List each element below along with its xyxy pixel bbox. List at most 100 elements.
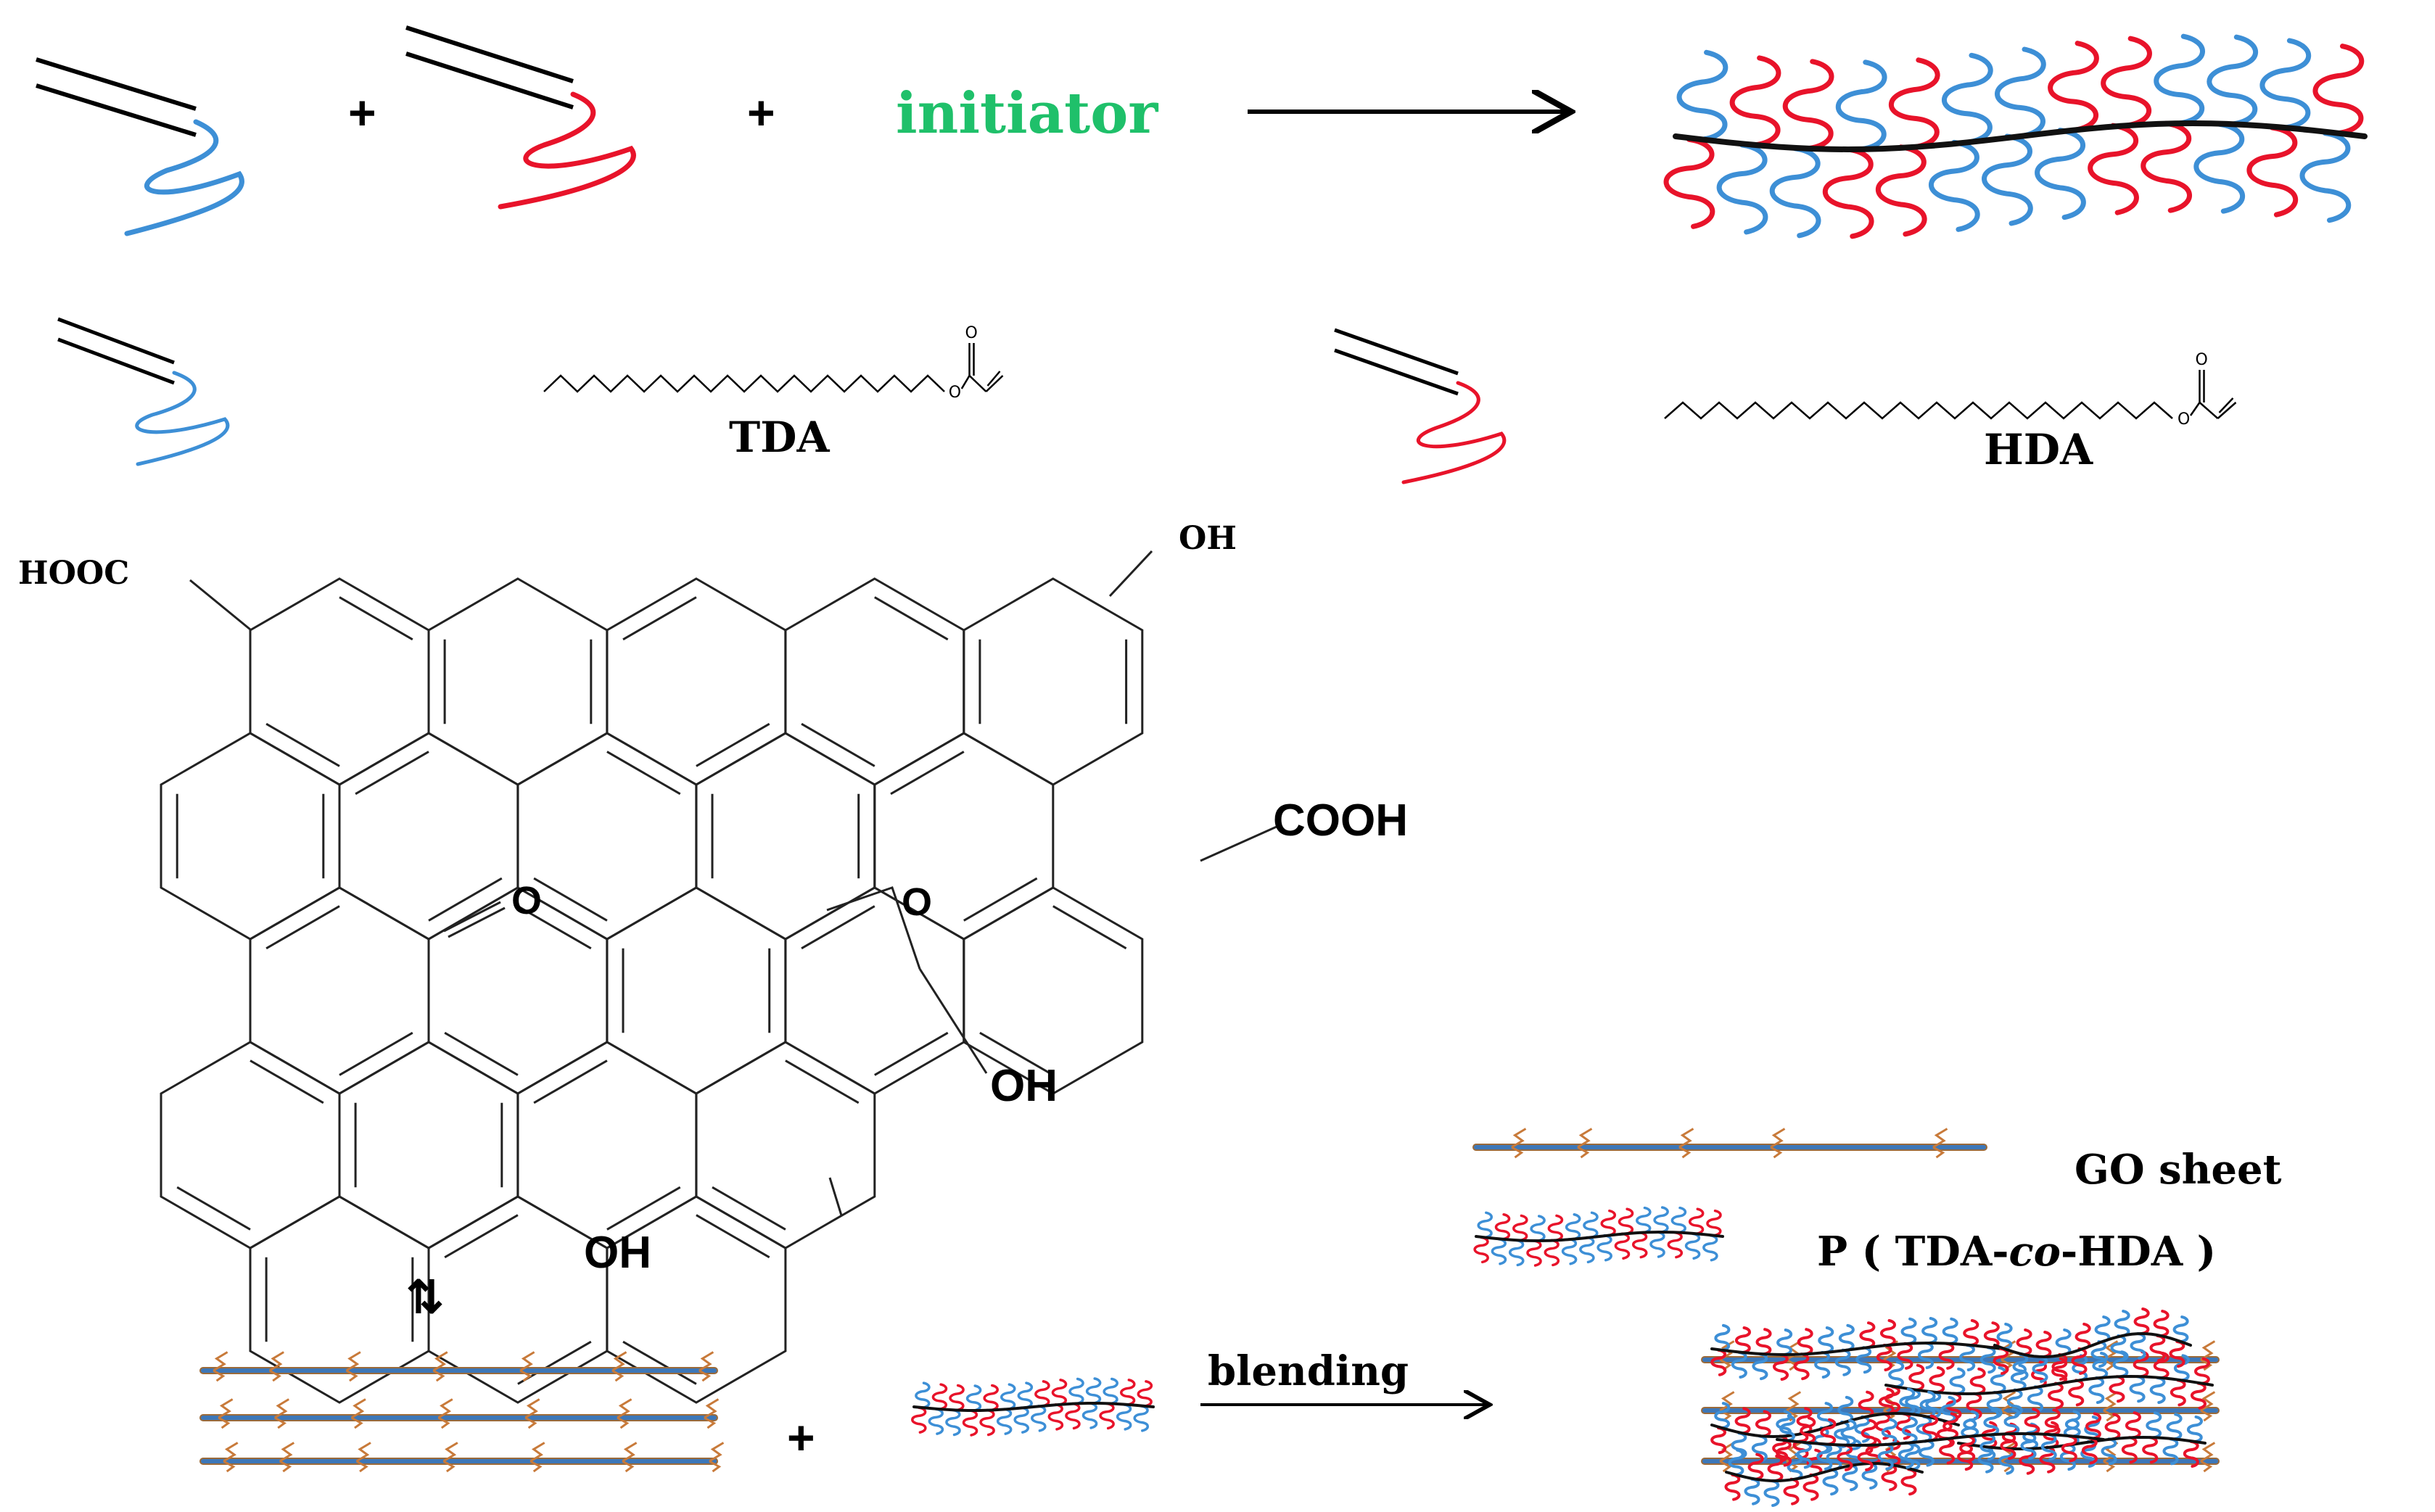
double-bond xyxy=(250,1059,324,1104)
side-chain xyxy=(1800,1416,1816,1445)
side-chain xyxy=(996,1408,1013,1435)
functional-group-mark xyxy=(268,1369,281,1382)
side-chain xyxy=(2173,1354,2190,1382)
side-chain xyxy=(1509,1239,1525,1267)
side-chain xyxy=(1998,1447,2014,1475)
functional-group-mark xyxy=(279,1460,292,1473)
copolymer-label-suffix: -HDA ) xyxy=(2061,1228,2216,1276)
functional-group-mark xyxy=(1577,1146,1590,1159)
side-chain xyxy=(1473,1236,1489,1264)
side-chain xyxy=(1966,1392,1982,1420)
side-chain xyxy=(1116,1403,1132,1431)
side-chain xyxy=(1925,1390,1942,1418)
side-chain xyxy=(2162,1437,2179,1466)
side-chain xyxy=(1959,1434,1976,1463)
side-chain xyxy=(1898,1441,1914,1469)
functional-group-mark xyxy=(704,1416,717,1429)
vinyl-bond xyxy=(986,371,1001,387)
hexagon-ring xyxy=(249,577,430,786)
ketone-o-label: O xyxy=(511,879,542,922)
functional-group-mark xyxy=(622,1460,635,1473)
copolymer-product xyxy=(1663,33,2368,239)
oh-top-label: OH xyxy=(1179,520,1237,557)
side-chain xyxy=(1979,1346,1996,1374)
functional-group-mark xyxy=(1678,1128,1694,1149)
side-chain xyxy=(931,1383,948,1410)
side-chain xyxy=(1099,1402,1115,1430)
functional-group-mark xyxy=(617,1416,630,1429)
vinyl-bond xyxy=(985,375,1004,392)
side-chain xyxy=(2059,1443,2076,1471)
reaction-row: + + initiator xyxy=(36,25,2368,239)
side-chain xyxy=(1942,1317,1958,1345)
hexagon-ring xyxy=(516,1041,698,1249)
vinyl-bond xyxy=(2218,397,2234,413)
side-chain xyxy=(1763,1479,1780,1507)
side-chain xyxy=(1908,1363,1925,1392)
copolymer-symbol xyxy=(1473,1206,1724,1267)
double-bond xyxy=(339,1031,413,1076)
hexagon-ring xyxy=(695,732,876,941)
functional-group-mark xyxy=(213,1369,226,1382)
side-chain xyxy=(1526,1239,1542,1267)
side-chain xyxy=(1993,1347,2009,1375)
side-chain xyxy=(1929,1366,1945,1394)
functional-group-mark xyxy=(2200,1409,2213,1422)
side-chain xyxy=(2312,44,2365,136)
side-chain xyxy=(1596,1234,1612,1262)
copolymer-label-prefix: P ( TDA- xyxy=(1817,1228,2009,1276)
go-sheet-symbol xyxy=(1472,1128,1987,1159)
side-chain xyxy=(1561,1237,1578,1265)
side-chain xyxy=(1579,1236,1595,1264)
polymer-backbone xyxy=(1957,1435,2207,1451)
side-chain xyxy=(1755,1328,1772,1356)
side-chain xyxy=(1667,1231,1684,1259)
double-bond xyxy=(801,905,875,950)
hexagon-ring xyxy=(784,886,965,1095)
functional-group-mark xyxy=(268,1351,284,1372)
side-chain xyxy=(1081,1402,1098,1429)
side-chain xyxy=(1877,1442,1894,1471)
blue-monomer-icon xyxy=(36,57,244,236)
double-bond xyxy=(979,1031,1054,1076)
epoxide-o-label: O xyxy=(902,880,932,924)
side-chain xyxy=(1963,1410,1979,1438)
side-chain xyxy=(2048,41,2099,133)
copolymer-label-italic: co xyxy=(2009,1228,2061,1276)
side-chain xyxy=(1068,1377,1084,1405)
side-chain xyxy=(1858,1390,1874,1418)
hexagon-ring xyxy=(606,886,787,1095)
double-bond xyxy=(696,1214,770,1259)
functional-group-mark xyxy=(709,1460,722,1473)
functional-group-mark xyxy=(699,1369,712,1382)
functional-group-mark xyxy=(699,1351,714,1372)
functional-group-mark xyxy=(519,1369,532,1382)
side-chain xyxy=(1820,1418,1837,1446)
side-chain xyxy=(1477,1211,1493,1239)
side-chain xyxy=(2154,33,2205,126)
side-chain xyxy=(1017,1381,1034,1409)
side-chain xyxy=(1751,1434,1768,1463)
hexagon-ring xyxy=(249,886,430,1095)
tda-monomer-icon xyxy=(57,317,230,466)
side-chain xyxy=(1901,1416,1918,1445)
side-chain xyxy=(1861,1462,1878,1490)
functional-group-mark xyxy=(1770,1146,1783,1159)
side-chain xyxy=(1494,1213,1511,1241)
side-chain xyxy=(1918,1342,1935,1369)
side-chain xyxy=(2110,1334,2127,1363)
side-chain xyxy=(2129,1375,2146,1403)
functional-group-mark xyxy=(350,1416,363,1429)
functional-group-mark xyxy=(432,1351,448,1372)
side-chain xyxy=(1963,1319,1979,1347)
functional-group-mark xyxy=(2200,1340,2216,1361)
side-chain xyxy=(2191,1381,2207,1410)
polymer-backbone xyxy=(1673,120,2368,153)
side-chain xyxy=(1919,1439,1935,1467)
functional-group-mark xyxy=(355,1442,371,1463)
side-chain xyxy=(1834,1420,1850,1448)
hexagon-ring xyxy=(516,732,698,941)
side-chain xyxy=(1919,1390,1936,1418)
hexagon-ring xyxy=(606,577,787,786)
polymer-backbone xyxy=(1776,1432,2105,1447)
